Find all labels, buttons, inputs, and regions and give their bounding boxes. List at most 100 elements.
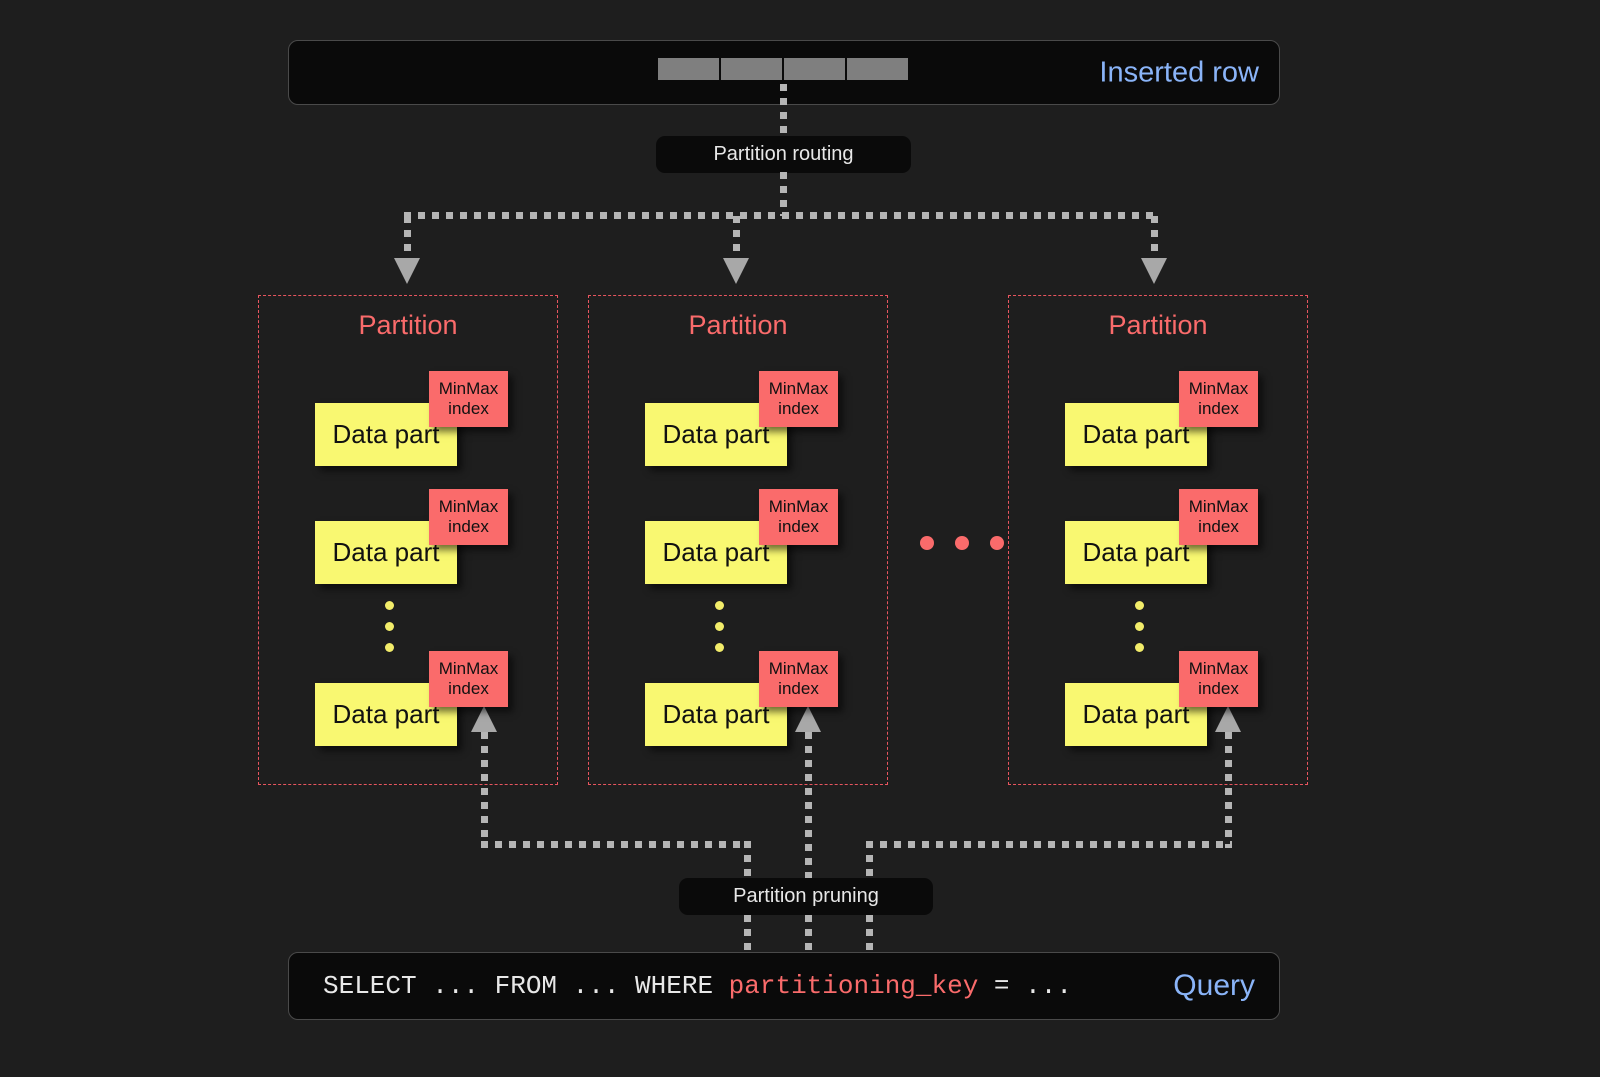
minmax-line-2: index: [448, 679, 489, 698]
query-panel: SELECT ... FROM ... WHERE partitioning_k…: [288, 952, 1280, 1020]
connector-pruning-to-query-right: [866, 915, 873, 953]
query-partitioning-key: partitioning_key: [728, 971, 979, 1001]
data-parts-ellipsis: [1135, 601, 1144, 652]
minmax-index-badge: MinMax index: [429, 651, 508, 707]
minmax-line-1: MinMax: [768, 658, 829, 678]
connector-pruning-to-query-center: [805, 915, 812, 953]
partition-pruning-box: Partition pruning: [679, 878, 933, 915]
arrow-into-partition-1: [394, 258, 420, 284]
minmax-index-badge: MinMax index: [429, 371, 508, 427]
minmax-line-1: MinMax: [1188, 378, 1249, 398]
connector-partition-2-down: [805, 732, 812, 878]
data-part: Data part: [645, 403, 787, 466]
arrow-out-of-partition-3: [1215, 706, 1241, 732]
query-suffix: = ...: [978, 971, 1072, 1001]
data-part: Data part: [1065, 683, 1207, 746]
connector-bus-right-to-pruning: [866, 841, 873, 878]
minmax-index-badge: MinMax index: [1179, 489, 1258, 545]
minmax-line-1: MinMax: [1188, 658, 1249, 678]
arrow-out-of-partition-2: [795, 706, 821, 732]
inserted-row-cells: [658, 58, 908, 80]
minmax-index-badge: MinMax index: [759, 651, 838, 707]
partition-title: Partition: [688, 310, 788, 340]
ellipsis-dot: [385, 643, 394, 652]
query-label: Query: [1173, 969, 1255, 1002]
partition-title: Partition: [358, 310, 458, 340]
data-part-group: Data part MinMax index: [1065, 651, 1301, 751]
data-part-group: Data part MinMax index: [645, 371, 881, 471]
connector-bus-left: [481, 841, 747, 848]
row-cell: [721, 58, 782, 80]
minmax-line-1: MinMax: [438, 658, 499, 678]
connector-pruning-to-query-left: [744, 915, 751, 953]
data-part-group: Data part MinMax index: [645, 651, 881, 751]
data-parts-ellipsis: [715, 601, 724, 652]
row-cell: [847, 58, 908, 80]
partitions-ellipsis: [920, 536, 1004, 550]
minmax-index-badge: MinMax index: [429, 489, 508, 545]
inserted-row-label: Inserted row: [1099, 56, 1259, 88]
data-part-group: Data part MinMax index: [315, 651, 551, 751]
connector-fanout-drop-3: [1151, 216, 1158, 262]
data-part-group: Data part MinMax index: [1065, 489, 1301, 589]
ellipsis-dot: [1135, 643, 1144, 652]
connector-partition-3-down: [1225, 732, 1232, 848]
minmax-line-1: MinMax: [438, 378, 499, 398]
ellipsis-dot: [385, 601, 394, 610]
arrow-into-partition-2: [723, 258, 749, 284]
query-text: SELECT ... FROM ... WHERE partitioning_k…: [323, 971, 1072, 1001]
minmax-line-1: MinMax: [438, 496, 499, 516]
minmax-line-1: MinMax: [768, 496, 829, 516]
ellipsis-dot: [955, 536, 969, 550]
arrow-into-partition-3: [1141, 258, 1167, 284]
connector-fanout-drop-2: [733, 216, 740, 262]
partition-pruning-label: Partition pruning: [733, 885, 879, 907]
partition-box: Partition Data part MinMax index Data pa…: [1008, 295, 1308, 785]
ellipsis-dot: [920, 536, 934, 550]
data-part-group: Data part MinMax index: [315, 489, 551, 589]
row-cell: [658, 58, 719, 80]
ellipsis-dot: [715, 601, 724, 610]
minmax-line-1: MinMax: [1188, 496, 1249, 516]
minmax-line-2: index: [778, 399, 819, 418]
partition-routing-label: Partition routing: [713, 143, 854, 165]
query-prefix: SELECT ... FROM ... WHERE: [323, 971, 729, 1001]
ellipsis-dot: [1135, 622, 1144, 631]
arrow-out-of-partition-1: [471, 706, 497, 732]
minmax-index-badge: MinMax index: [1179, 651, 1258, 707]
minmax-line-2: index: [448, 399, 489, 418]
connector-bus-right: [866, 841, 1232, 848]
partition-title: Partition: [1108, 310, 1208, 340]
row-cell: [784, 58, 845, 80]
partition-box: Partition Data part MinMax index Data pa…: [258, 295, 558, 785]
data-part: Data part: [315, 403, 457, 466]
connector-bus-left-to-pruning: [744, 841, 751, 878]
minmax-index-badge: MinMax index: [1179, 371, 1258, 427]
minmax-index-badge: MinMax index: [759, 489, 838, 545]
minmax-line-2: index: [1198, 679, 1239, 698]
connector-row-to-routing: [780, 84, 787, 138]
connector-partition-1-down: [481, 732, 488, 848]
minmax-line-2: index: [448, 517, 489, 536]
data-part-group: Data part MinMax index: [645, 489, 881, 589]
data-parts-ellipsis: [385, 601, 394, 652]
minmax-line-2: index: [1198, 399, 1239, 418]
minmax-line-2: index: [778, 517, 819, 536]
minmax-line-2: index: [1198, 517, 1239, 536]
connector-fanout-bus: [404, 212, 1158, 219]
partition-routing-box: Partition routing: [656, 136, 911, 173]
partition-box: Partition Data part MinMax index Data pa…: [588, 295, 888, 785]
minmax-line-2: index: [778, 679, 819, 698]
data-part: Data part: [1065, 403, 1207, 466]
ellipsis-dot: [715, 622, 724, 631]
ellipsis-dot: [715, 643, 724, 652]
minmax-index-badge: MinMax index: [759, 371, 838, 427]
data-part-group: Data part MinMax index: [315, 371, 551, 471]
ellipsis-dot: [990, 536, 1004, 550]
connector-routing-trunk: [780, 172, 787, 216]
ellipsis-dot: [1135, 601, 1144, 610]
connector-fanout-drop-1: [404, 216, 411, 262]
ellipsis-dot: [385, 622, 394, 631]
minmax-line-1: MinMax: [768, 378, 829, 398]
